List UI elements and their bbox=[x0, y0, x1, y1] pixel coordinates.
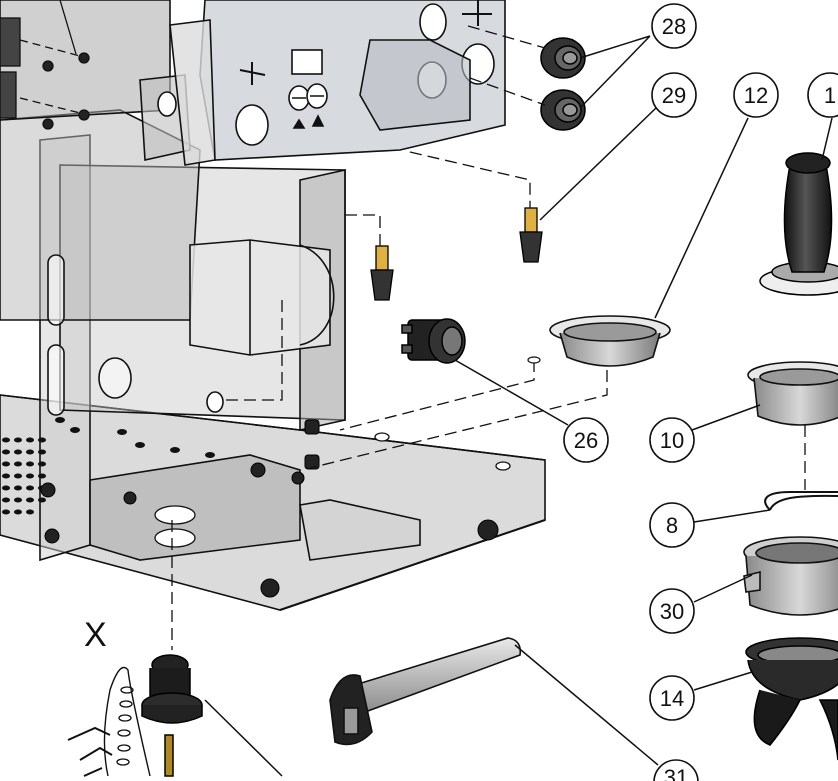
callout-30-label: 30 bbox=[660, 599, 684, 624]
callout-26-label: 26 bbox=[574, 428, 598, 453]
mounting-screws bbox=[0, 0, 90, 130]
callout-10-label: 10 bbox=[660, 428, 684, 453]
spring-clip-8 bbox=[764, 491, 838, 511]
filter-basket-12 bbox=[549, 315, 671, 367]
knob-28-lower bbox=[540, 89, 586, 131]
detail-x-outline bbox=[67, 666, 151, 777]
portafilter-ring-30 bbox=[743, 536, 838, 616]
cable-gland bbox=[141, 654, 203, 777]
detail-x-label: X bbox=[84, 616, 107, 654]
callout-1-label: 1 bbox=[824, 83, 836, 108]
callout-8: 8 bbox=[649, 502, 771, 548]
callout-30: 30 bbox=[649, 574, 753, 634]
filter-basket-10 bbox=[747, 361, 838, 426]
callout-1: 1 bbox=[807, 72, 838, 161]
callout-12: 12 bbox=[654, 72, 779, 319]
tray-fasteners bbox=[40, 419, 499, 598]
portafilter-body-14 bbox=[745, 637, 838, 761]
callout-10: 10 bbox=[649, 404, 761, 463]
callout-12-label: 12 bbox=[744, 83, 768, 108]
knob-28-upper bbox=[540, 37, 586, 79]
assembly-lines bbox=[171, 25, 806, 650]
callout-14: 14 bbox=[649, 671, 753, 721]
front-control-panel bbox=[169, 0, 506, 166]
chassis-frame bbox=[0, 0, 546, 611]
callout-31: 31 bbox=[514, 644, 699, 781]
callout-28: 28 bbox=[579, 3, 697, 109]
indicator-lamps bbox=[370, 207, 543, 301]
callout-28-label: 28 bbox=[662, 14, 686, 39]
callout-29: 29 bbox=[539, 72, 697, 221]
tamper-1 bbox=[759, 152, 838, 296]
callout-31-label: 31 bbox=[664, 765, 688, 781]
callout-29-label: 29 bbox=[662, 83, 686, 108]
gland-leader-line bbox=[204, 699, 283, 777]
steam-handle-31 bbox=[329, 637, 522, 746]
vent-holes bbox=[2, 417, 215, 515]
callout-8-label: 8 bbox=[666, 513, 678, 538]
switch-26 bbox=[401, 318, 466, 364]
callout-26: 26 bbox=[454, 359, 609, 463]
callout-14-label: 14 bbox=[660, 686, 684, 711]
